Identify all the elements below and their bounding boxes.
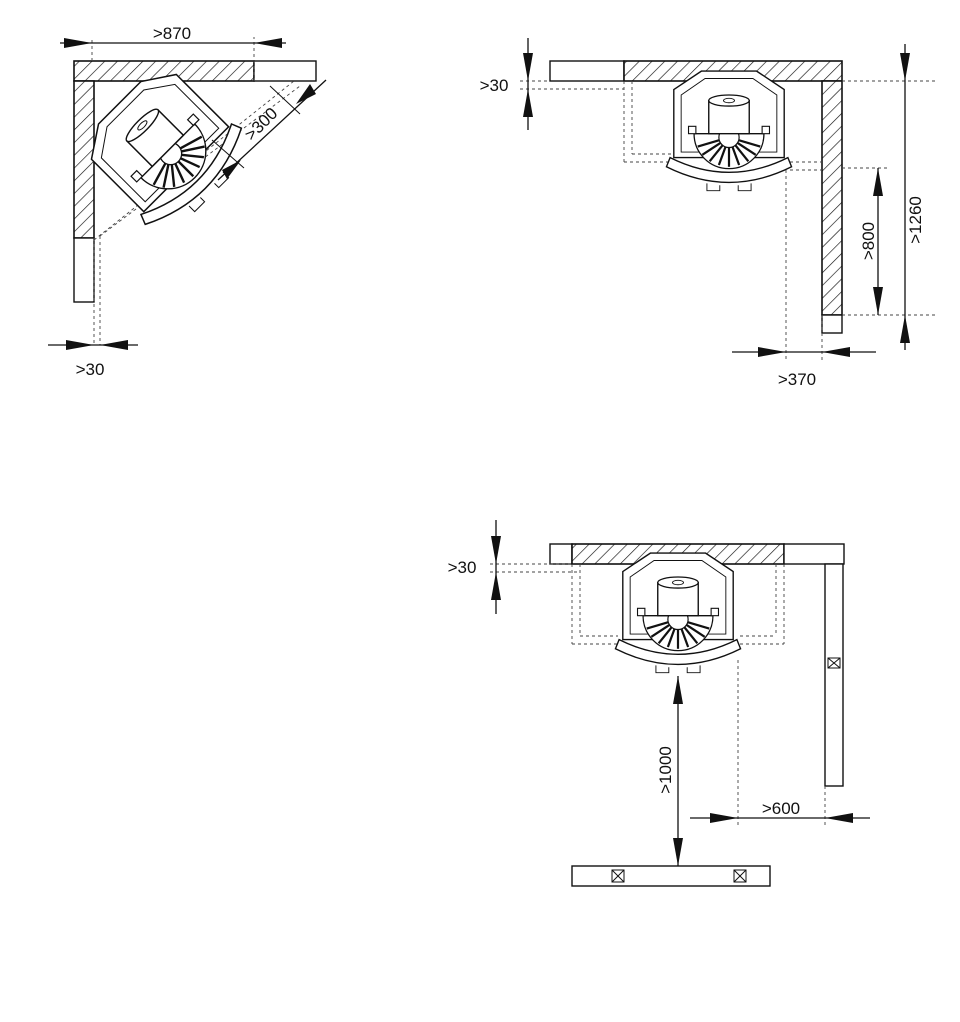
stove-symbol — [70, 53, 261, 244]
wall-opening — [821, 314, 843, 334]
dimension-label: >300 — [241, 104, 282, 145]
corner-diagonal-diagram: >870 >300 >30 — [48, 24, 327, 379]
wall-opening — [73, 237, 95, 303]
dimension-label: >600 — [762, 799, 800, 818]
wall-opening — [549, 543, 573, 565]
wall-opening — [253, 60, 317, 82]
dimension-label: >30 — [448, 558, 477, 577]
dimension-label: >370 — [778, 370, 816, 389]
dimension-label: >1000 — [656, 746, 675, 794]
wall-opening — [549, 60, 625, 82]
dimension-side-offset: >370 — [732, 347, 876, 389]
dimension-total-depth: >1260 — [900, 44, 925, 350]
corner-right-diagram: >30 >800 >1260 >370 — [480, 38, 935, 389]
wall-front-diagram: >30 >1000 >600 — [448, 520, 870, 887]
dimension-label: >870 — [153, 24, 191, 43]
dimension-label: >1260 — [906, 196, 925, 244]
dimension-side-gap: >30 — [48, 340, 138, 379]
side-wall-opening — [824, 563, 844, 787]
dimension-side-depth: >800 — [859, 168, 883, 315]
stove-symbol — [614, 552, 742, 674]
dimension-label: >30 — [480, 76, 509, 95]
side-wall — [821, 80, 843, 316]
dimension-front-distance: >1000 — [656, 676, 683, 866]
dimension-top-gap: >30 — [448, 520, 501, 614]
stove-symbol — [665, 70, 793, 192]
dimension-side-offset: >600 — [690, 799, 870, 823]
dimension-label: >30 — [76, 360, 105, 379]
dimension-top-width: >870 — [60, 24, 286, 48]
front-wall — [571, 865, 771, 887]
dimension-top-gap: >30 — [480, 38, 533, 130]
wall-opening — [783, 543, 845, 565]
dimension-label: >800 — [859, 222, 878, 260]
